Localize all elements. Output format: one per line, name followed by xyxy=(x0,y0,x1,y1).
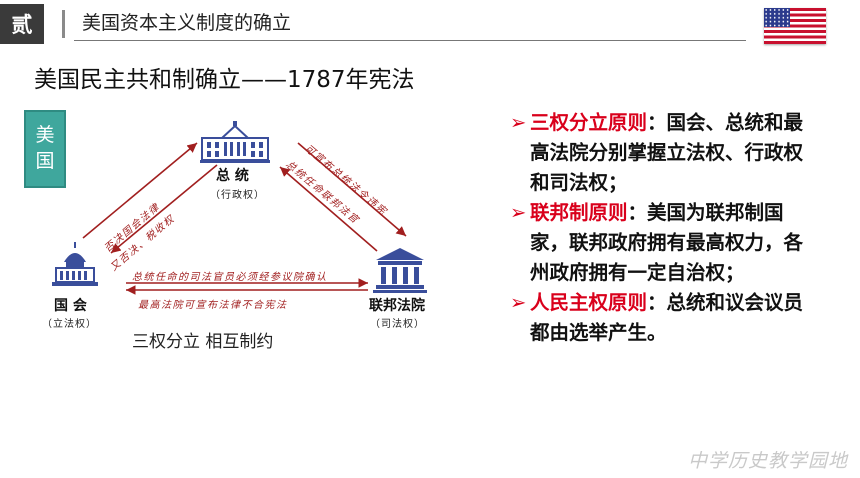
side-label: 美 国 xyxy=(24,110,66,188)
page-title: 美国资本主义制度的确立 xyxy=(82,12,292,34)
side-label-char: 美 xyxy=(35,124,55,147)
arrow-congress-president-outer xyxy=(82,142,198,239)
chevron-right-icon: ➢ xyxy=(510,201,527,224)
principle-separation-of-powers: ➢ 三权分立原则：国会、总统和最高法院分别掌握立法权、行政权和司法权； xyxy=(510,108,810,198)
principle-text: ：总统和议会议员都由选举产生。 xyxy=(530,291,804,344)
congress-name: 国 会 xyxy=(54,298,87,314)
header-bar: 贰 美国资本主义制度的确立 xyxy=(0,0,860,44)
court-icon xyxy=(373,248,427,293)
court-name: 联邦法院 xyxy=(369,298,425,314)
court-role: （司法权） xyxy=(370,319,425,330)
chevron-right-icon: ➢ xyxy=(510,291,527,314)
principle-federalism: ➢ 联邦制原则：美国为联邦制国家，联邦政府拥有最高权力，各州政府拥有一定自治权； xyxy=(510,198,810,288)
arrow-label-court-review: 最高法院可宣布法律不合宪法 xyxy=(138,300,288,311)
president-role: （行政权） xyxy=(210,190,265,201)
watermark: 中学历史教学园地 xyxy=(688,450,849,472)
principle-text: ：国会、总统和最高法院分别掌握立法权、行政权和司法权； xyxy=(530,111,804,194)
arrow-court-president-inner xyxy=(279,166,378,252)
congress-role: （立法权） xyxy=(42,319,97,330)
principle-name: 联邦制原则 xyxy=(530,201,628,224)
header-divider xyxy=(62,10,65,38)
arrow-label-senate-confirm: 总统任命的司法官员必须经参议院确认 xyxy=(132,272,328,283)
principle-name: 三权分立原则 xyxy=(530,111,648,134)
white-house-icon xyxy=(200,121,270,163)
slide-subtitle: 美国民主共和制确立——1787年宪法 xyxy=(34,67,415,93)
header-underline xyxy=(74,40,746,41)
principle-name: 人民主权原则 xyxy=(530,291,648,314)
principle-popular-sovereignty: ➢ 人民主权原则：总统和议会议员都由选举产生。 xyxy=(510,288,810,348)
chevron-right-icon: ➢ xyxy=(510,111,527,134)
principle-text: ：美国为联邦制国家，联邦政府拥有最高权力，各州政府拥有一定自治权； xyxy=(530,201,804,284)
side-label-char: 国 xyxy=(35,150,55,172)
capitol-icon xyxy=(52,242,98,286)
section-badge: 贰 xyxy=(0,4,44,44)
principles-list: ➢ 三权分立原则：国会、总统和最高法院分别掌握立法权、行政权和司法权； ➢ 联邦… xyxy=(510,108,810,348)
diagram-caption: 三权分立 相互制约 xyxy=(132,332,274,352)
arrow-president-congress-inner xyxy=(110,164,218,254)
arrow-president-court-outer xyxy=(297,142,407,237)
us-flag-icon xyxy=(764,8,826,44)
president-name: 总 统 xyxy=(216,168,249,184)
